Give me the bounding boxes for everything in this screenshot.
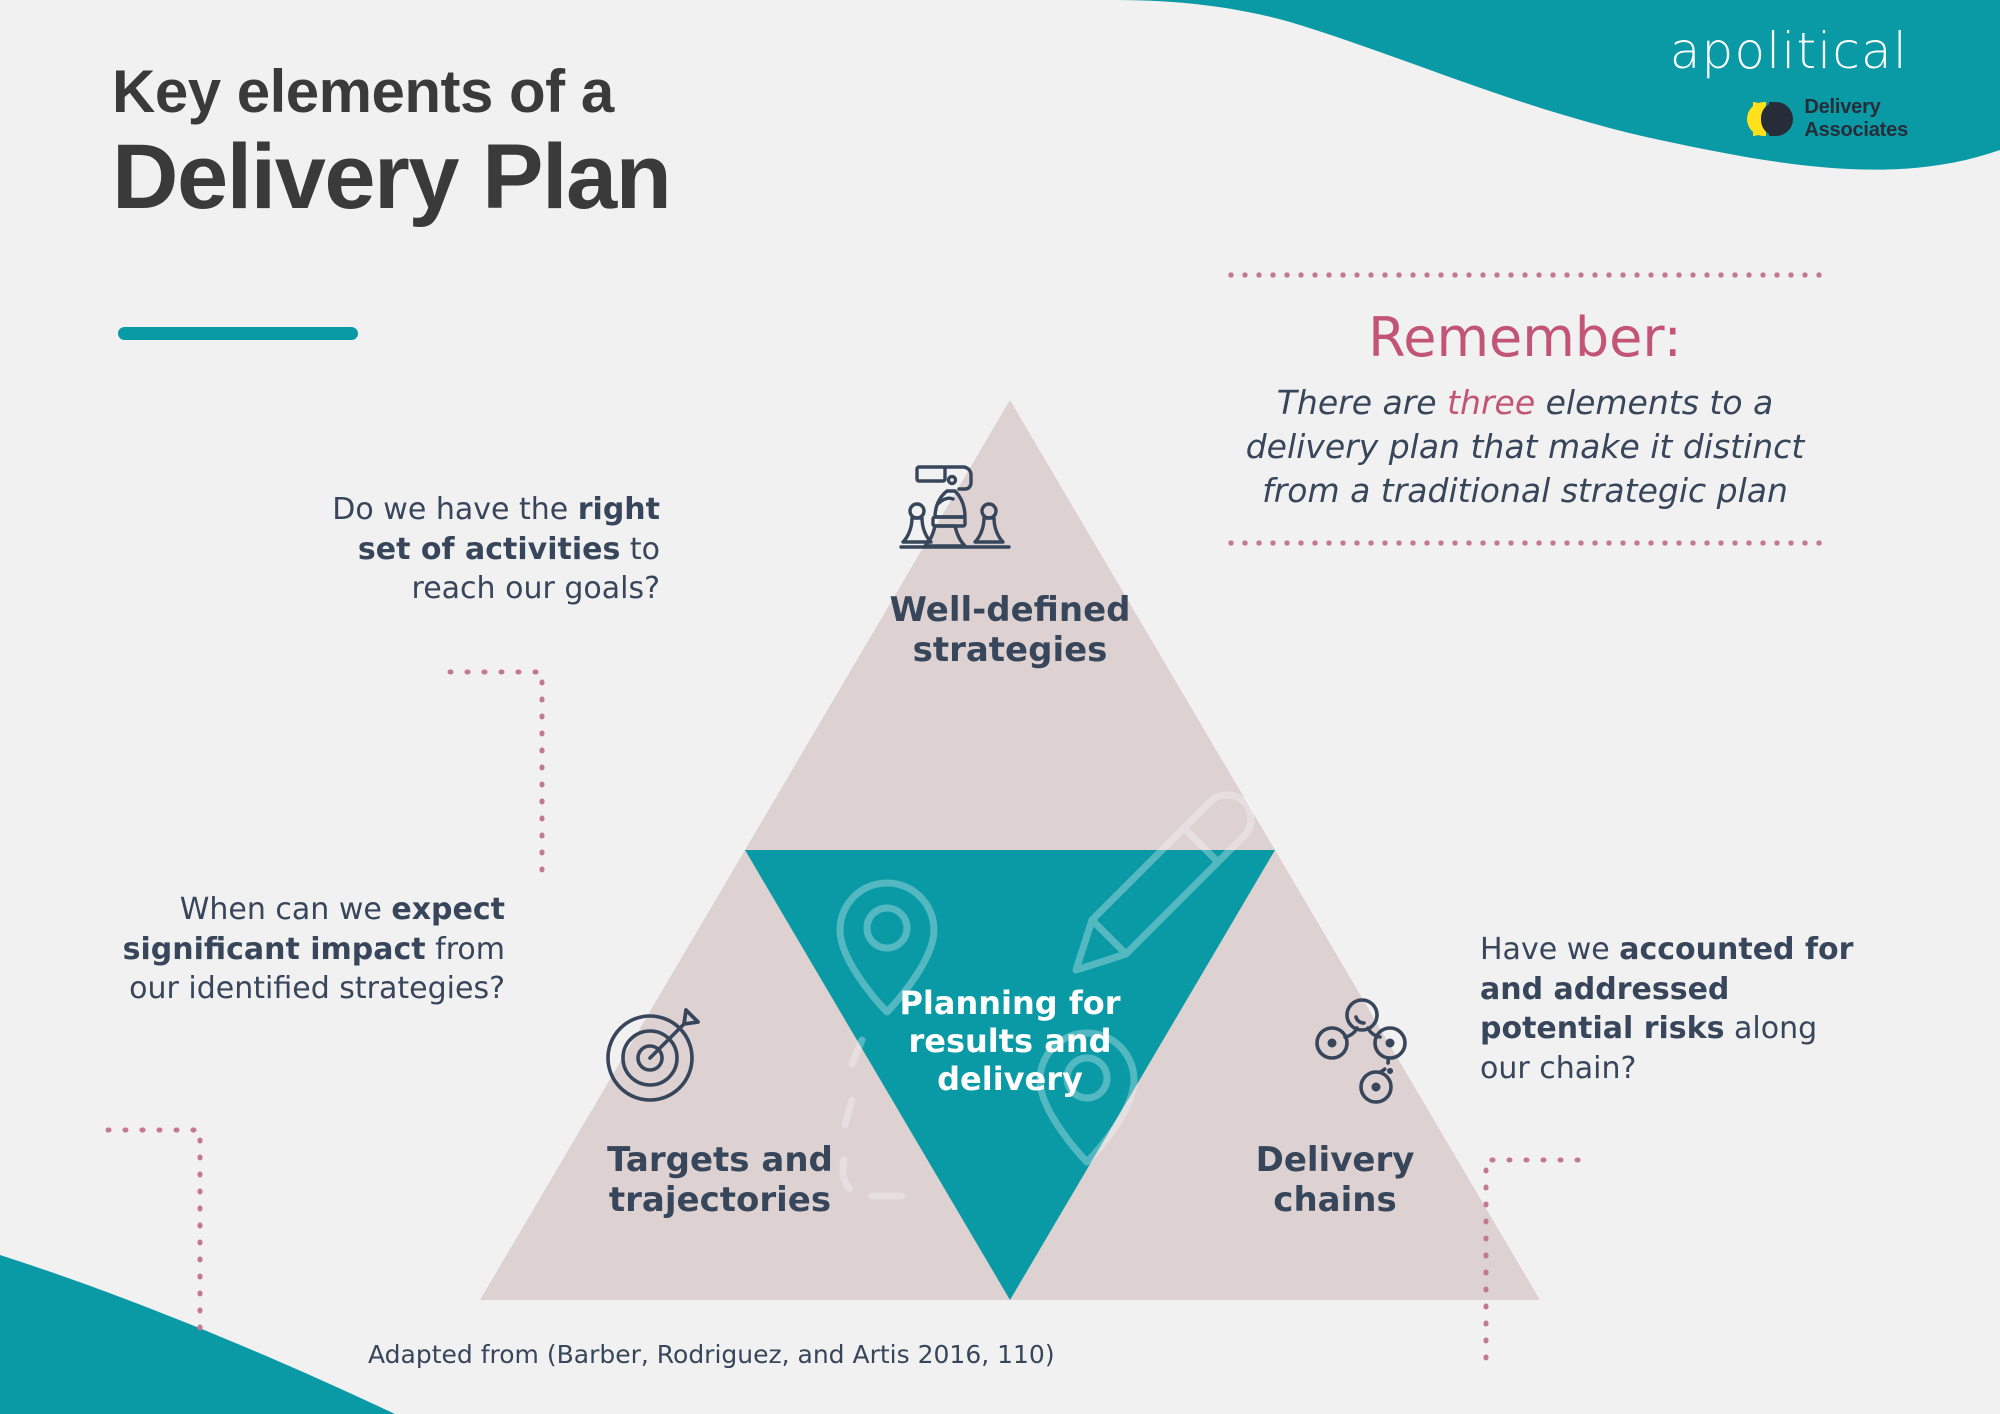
- callout-seg: from our identified strategies?: [129, 931, 505, 1007]
- delivery-associates-mark-icon: [1747, 102, 1794, 136]
- node-label-planning-for-results-and-delivery: Planning for results and delivery: [780, 984, 1240, 1098]
- label-line: strategies: [912, 630, 1108, 671]
- remember-top-dotted-rule: [1225, 272, 1825, 278]
- map-pin-route-pencil-icon: [836, 791, 1255, 1200]
- callout-targets: When can we expect significant impact fr…: [110, 890, 505, 1009]
- callout-seg: to reach our goals?: [411, 531, 660, 607]
- label-line: trajectories: [608, 1180, 832, 1221]
- callout-seg: along our chain?: [1480, 1011, 1818, 1086]
- node-label-targets-and-trajectories: Targets and trajectories: [470, 1140, 970, 1220]
- target-dartboard-icon: [598, 1000, 708, 1110]
- da-word-line-2: Associates: [1804, 119, 1908, 141]
- label-line: chains: [1273, 1180, 1397, 1221]
- label-line: results and: [908, 1021, 1112, 1060]
- page-title: Key elements of a Delivery Plan: [112, 60, 1012, 226]
- callout-seg: Do we have the: [332, 492, 578, 527]
- connector-strategies: [447, 669, 545, 881]
- source-attribution: Adapted from (Barber, Rodriguez, and Art…: [368, 1340, 1055, 1369]
- title-accent-rule: [118, 327, 358, 340]
- remember-heading: Remember:: [1368, 306, 1682, 369]
- da-word-line-1: Delivery: [1804, 96, 1881, 118]
- node-label-delivery-chains: Delivery chains: [1090, 1140, 1580, 1220]
- callout-seg-bold: accounted for and addressed potential ri…: [1480, 932, 1854, 1047]
- chess-pieces-icon: [895, 455, 1015, 575]
- connector-targets: [105, 1127, 203, 1333]
- remember-body-part-1: There are: [1276, 383, 1448, 422]
- center-inverted-triangle: [745, 850, 1275, 1300]
- callout-strategies: Do we have the right set of activities t…: [330, 490, 660, 609]
- remember-panel: Remember: There are three elements to a …: [1225, 272, 1825, 546]
- remember-body: There are three elements to a delivery p…: [1225, 381, 1825, 514]
- delivery-associates-logo: Delivery Associates: [1747, 96, 1908, 142]
- callout-seg-bold: expect significant impact: [122, 892, 505, 967]
- delivery-plan-triangle-diagram: Well-defined strategies Targets and traj…: [105, 400, 1581, 1363]
- label-line: Delivery: [1255, 1140, 1415, 1180]
- title-line-1: Key elements of a: [112, 58, 614, 125]
- triangle-shapes: [105, 400, 1581, 1363]
- callout-seg-bold: right set of activities: [357, 492, 660, 567]
- title-line-2: Delivery Plan: [112, 126, 672, 228]
- callout-seg: When can we: [179, 892, 392, 927]
- callout-seg: Have we: [1480, 932, 1620, 967]
- label-line: Well-defined: [889, 590, 1131, 630]
- apolitical-logo: apolitical: [1669, 22, 1908, 80]
- label-line: delivery: [937, 1059, 1083, 1098]
- remember-body-part-2: elements to a delivery plan that make it…: [1245, 383, 1805, 511]
- callout-chains: Have we accounted for and addressed pote…: [1480, 930, 1870, 1088]
- remember-bottom-dotted-rule: [1225, 539, 1825, 546]
- delivery-associates-wordmark: Delivery Associates: [1804, 96, 1908, 142]
- label-line: Planning for: [899, 984, 1121, 1022]
- label-line: Targets and: [607, 1140, 833, 1180]
- node-label-well-defined-strategies: Well-defined strategies: [755, 590, 1265, 670]
- remember-body-accent: three: [1447, 383, 1536, 422]
- chain-nodes-icon: [1310, 995, 1420, 1110]
